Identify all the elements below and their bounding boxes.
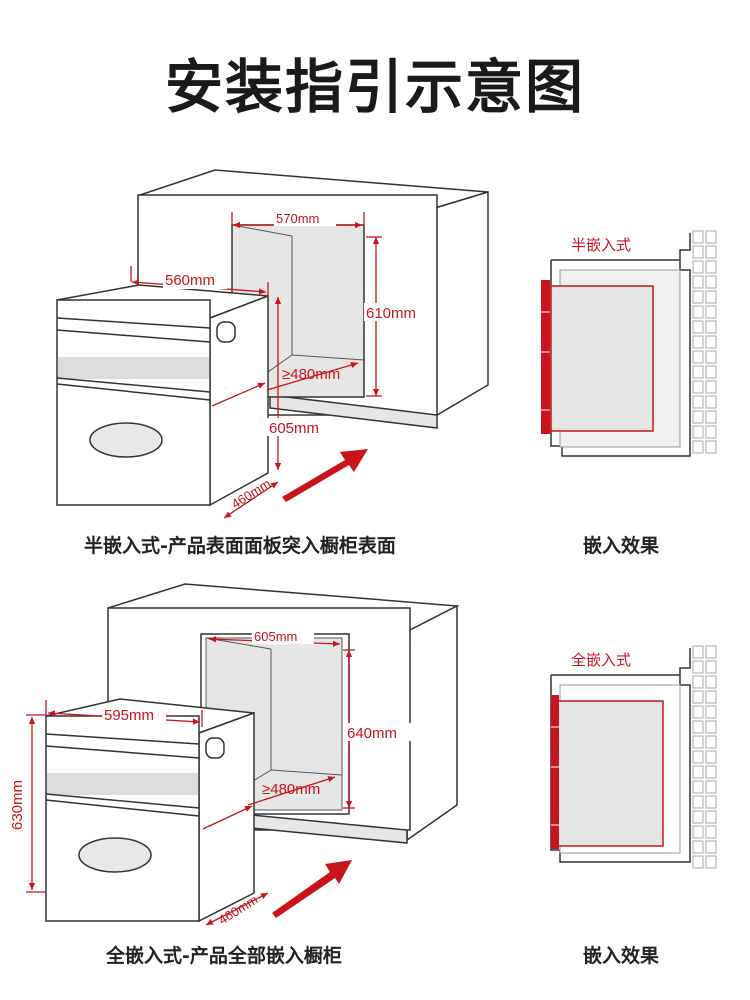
oven-height-label: 605mm [269,420,319,437]
cabinet-width-label: 570mm [276,211,319,226]
caption-semi-embedded: 半嵌入式-产品表面面板突入橱柜表面 [84,535,396,557]
caption-fully-embedded: 全嵌入式-产品全部嵌入橱柜 [106,945,342,967]
oven-width-label: 595mm [104,707,154,724]
caption-effect-top: 嵌入效果 [583,535,660,557]
oven-width-label: 560mm [165,272,215,289]
effect-detail-bottom: 全嵌入式 [550,645,717,869]
caption-effect-bottom: 嵌入效果 [583,945,660,967]
cabinet-depth-label: ≥480mm [282,366,340,383]
oven-height-label: 630mm [9,780,26,830]
insert-arrow-bottom [272,860,352,918]
cabinet-depth-label: ≥480mm [262,781,320,798]
effect-detail-top: 半嵌入式 [541,230,717,457]
cabinet-width-label: 605mm [254,629,297,644]
page-title: 安装指引示意图 [164,53,585,121]
oven-bottom [45,698,255,923]
effect-label-top: 半嵌入式 [571,236,631,254]
dimension-lines-bottom [26,636,355,926]
effect-label-bottom: 全嵌入式 [571,651,631,669]
insert-arrow-top [282,449,368,502]
cabinet-height-label: 640mm [347,725,397,742]
cabinet-height-label: 610mm [366,305,416,322]
